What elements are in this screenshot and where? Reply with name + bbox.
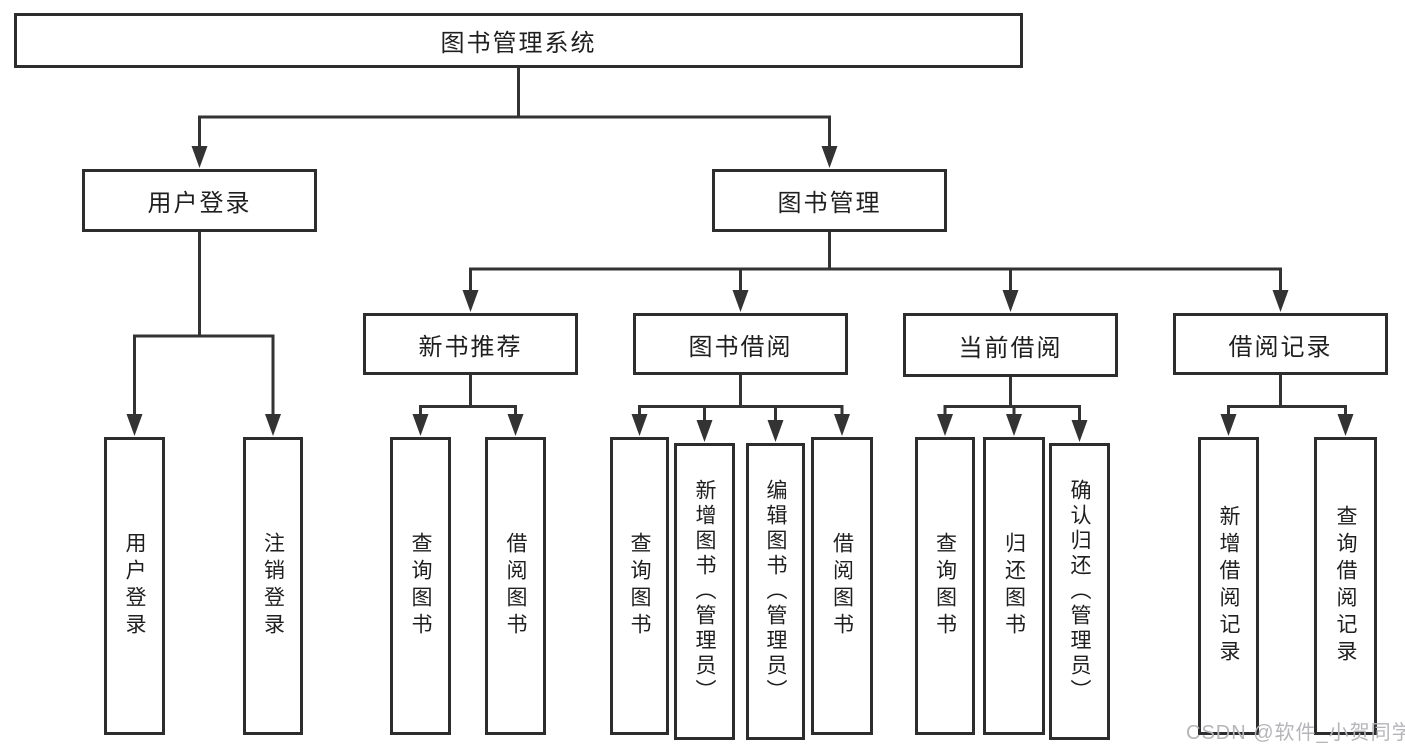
leaf-label: 确认归还（管理员） <box>1068 479 1091 704</box>
node-book-management-branch: 图书管理 <box>712 169 947 232</box>
node-leaf-query-borrow-record: 查询借阅记录 <box>1314 437 1377 735</box>
leaf-label: 用户登录 <box>123 532 146 640</box>
node-leaf-logout: 注销登录 <box>243 437 303 735</box>
node-leaf-query-books-current: 查询图书 <box>915 437 975 735</box>
node-book-borrowing: 图书借阅 <box>633 313 848 375</box>
tree-edges <box>133 68 1347 426</box>
node-leaf-borrow-books-borrowing: 借阅图书 <box>811 437 873 735</box>
node-leaf-confirm-return-admin: 确认归还（管理员） <box>1049 443 1110 740</box>
node-leaf-user-login: 用户登录 <box>104 437 165 735</box>
node-leaf-edit-book-admin: 编辑图书（管理员） <box>746 443 805 740</box>
leaf-label: 查询图书 <box>933 532 957 640</box>
leaf-label: 借阅图书 <box>504 532 527 640</box>
node-borrowing-records: 借阅记录 <box>1173 313 1388 375</box>
node-root-system: 图书管理系统 <box>14 13 1023 68</box>
leaf-label: 注销登录 <box>261 532 285 640</box>
node-leaf-query-books-borrowing: 查询图书 <box>610 437 669 735</box>
leaf-label: 新增借阅记录 <box>1217 505 1240 667</box>
leaf-label: 查询图书 <box>409 532 432 640</box>
node-leaf-return-books: 归还图书 <box>983 437 1045 735</box>
node-user-login-branch: 用户登录 <box>82 169 317 232</box>
leaf-label: 编辑图书（管理员） <box>764 479 787 704</box>
node-leaf-borrow-books-recommend: 借阅图书 <box>485 437 546 735</box>
arrowhead-down-icons <box>126 146 1354 442</box>
leaf-label: 查询借阅记录 <box>1334 505 1357 667</box>
node-leaf-add-borrow-record: 新增借阅记录 <box>1198 437 1259 735</box>
leaf-label: 查询图书 <box>628 532 651 640</box>
node-current-borrowing: 当前借阅 <box>903 313 1118 377</box>
leaf-label: 借阅图书 <box>830 532 854 640</box>
leaf-label: 新增图书（管理员） <box>693 479 716 704</box>
node-new-book-recommend: 新书推荐 <box>363 313 578 375</box>
node-leaf-add-book-admin: 新增图书（管理员） <box>674 443 735 740</box>
node-leaf-query-books-recommend: 查询图书 <box>390 437 451 735</box>
leaf-label: 归还图书 <box>1002 532 1026 640</box>
